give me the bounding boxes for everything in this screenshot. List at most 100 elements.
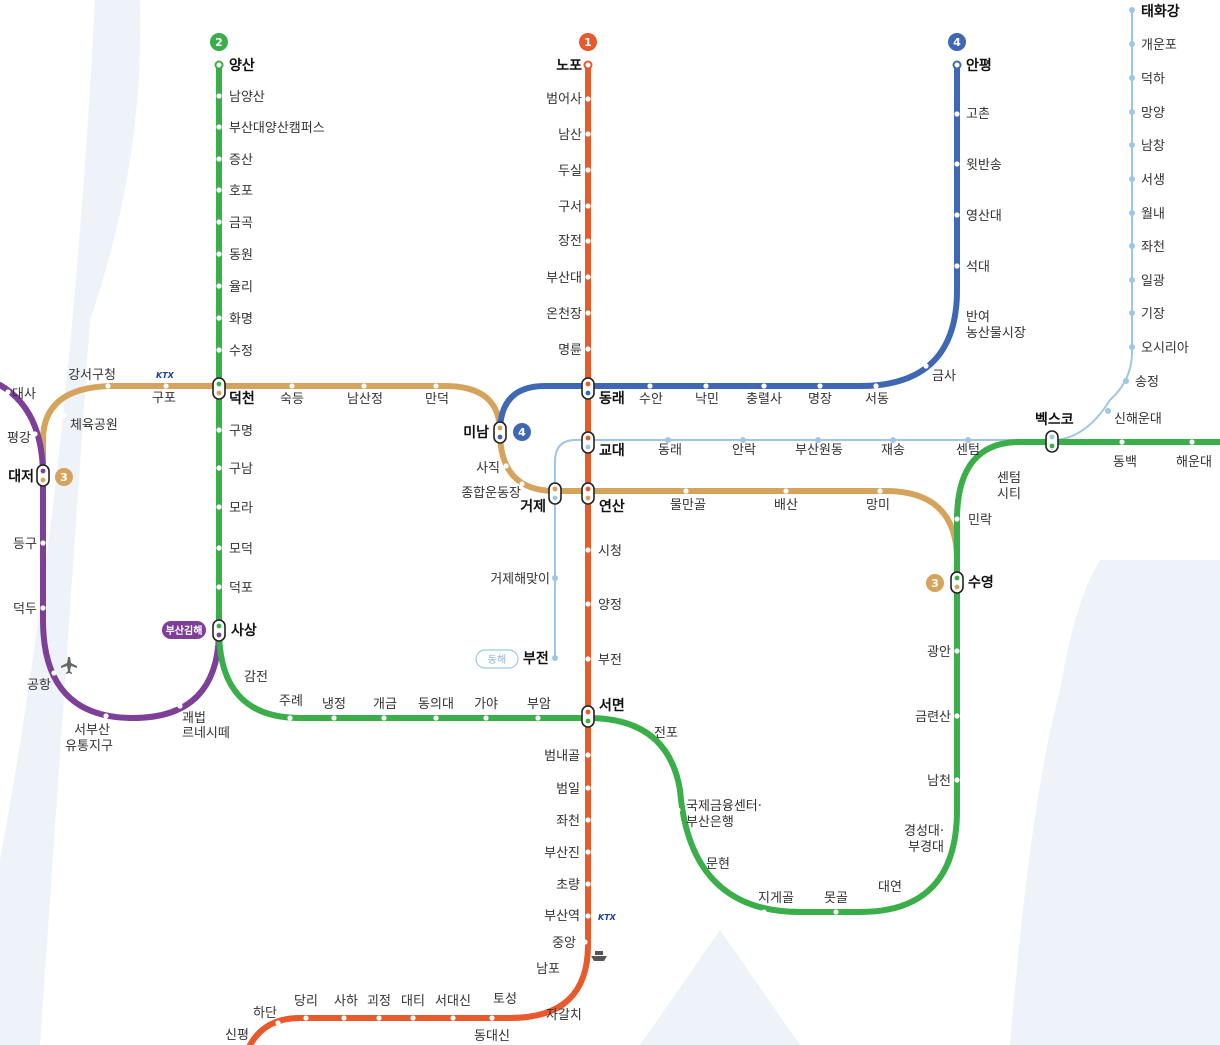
- station-label[interactable]: 광안: [927, 645, 951, 660]
- station-dot[interactable]: [61, 412, 67, 418]
- station-label[interactable]: 남천: [927, 774, 951, 789]
- station-label[interactable]: 못골: [824, 891, 848, 906]
- station-dot[interactable]: [489, 1015, 495, 1021]
- station-label[interactable]: 서대신: [435, 994, 471, 1009]
- station-dot[interactable]: [954, 263, 960, 269]
- station-dot[interactable]: [987, 463, 993, 469]
- station-dot[interactable]: [817, 383, 823, 389]
- station-dot[interactable]: [1123, 378, 1129, 384]
- station-label[interactable]: 장전: [558, 234, 582, 249]
- station-dot[interactable]: [1129, 277, 1135, 283]
- station-dot[interactable]: [585, 203, 591, 209]
- station-label[interactable]: 거제: [520, 499, 546, 515]
- line-4-badge-minam[interactable]: [513, 423, 531, 441]
- station-label[interactable]: 남창: [1141, 139, 1165, 154]
- station-label[interactable]: 덕하: [1141, 72, 1165, 87]
- station-label[interactable]: 범어사: [546, 92, 582, 107]
- station-dot[interactable]: [503, 463, 509, 469]
- station-dot[interactable]: [216, 545, 222, 551]
- station-label[interactable]: 신해운대: [1114, 412, 1162, 427]
- station-label[interactable]: 사하: [334, 994, 358, 1009]
- station-label[interactable]: 신평: [225, 1028, 249, 1043]
- station-label[interactable]: 수정: [229, 344, 253, 359]
- station-label[interactable]: 범일: [556, 782, 580, 797]
- station-dot[interactable]: [433, 715, 439, 721]
- station-label[interactable]: 미남: [463, 424, 489, 441]
- transfer-minam[interactable]: [493, 421, 507, 444]
- station-label[interactable]: 연산: [599, 498, 625, 515]
- station-dot[interactable]: [1129, 75, 1135, 81]
- station-dot[interactable]: [585, 881, 591, 887]
- line-3-badge-daejeo[interactable]: [55, 468, 73, 486]
- station-label[interactable]: 영산대: [966, 209, 1002, 224]
- station-dot[interactable]: [665, 437, 671, 443]
- station-label[interactable]: 남산정: [347, 392, 383, 407]
- station-dot[interactable]: [1129, 41, 1135, 47]
- station-label[interactable]: 구서: [558, 200, 582, 215]
- station-dot[interactable]: [1129, 210, 1135, 216]
- station-label[interactable]: 금사: [932, 369, 956, 384]
- station-dot[interactable]: [585, 96, 591, 102]
- station-label[interactable]: 감전: [244, 670, 268, 685]
- station-dot[interactable]: [954, 648, 960, 654]
- station-label[interactable]: 금곡: [229, 216, 253, 231]
- station-label[interactable]: 남산: [558, 128, 582, 143]
- station-dot[interactable]: [585, 785, 591, 791]
- station-label[interactable]: 개운포: [1141, 38, 1177, 53]
- station-label[interactable]: 당리: [294, 994, 318, 1009]
- station-dot[interactable]: [410, 1015, 416, 1021]
- station-label[interactable]: 구명: [229, 424, 253, 439]
- station-label[interactable]: 낙민: [695, 392, 719, 407]
- station-dot[interactable]: [1129, 344, 1135, 350]
- station-dot[interactable]: [1129, 243, 1135, 249]
- station-dot[interactable]: [761, 909, 767, 915]
- station-label[interactable]: 해운대: [1176, 455, 1212, 470]
- station-label[interactable]: 대티: [401, 994, 425, 1009]
- station-label[interactable]: 부산원동: [795, 443, 843, 458]
- station-label[interactable]: 반여: [966, 310, 990, 325]
- station-dot[interactable]: [954, 212, 960, 218]
- station-label[interactable]: 부산대: [546, 271, 582, 286]
- station-dot[interactable]: [1129, 7, 1135, 13]
- station-dot[interactable]: [585, 547, 591, 553]
- station-dot[interactable]: [237, 684, 243, 690]
- line-2-badge[interactable]: [210, 33, 228, 51]
- station-label[interactable]: 망양: [1141, 106, 1165, 121]
- station-label[interactable]: 주례: [279, 694, 303, 709]
- station-dot[interactable]: [1129, 176, 1135, 182]
- station-label[interactable]: 동래: [658, 443, 682, 458]
- transfer-suyeong[interactable]: [950, 571, 964, 594]
- station-label[interactable]: 르네시떼: [182, 726, 230, 741]
- station-dot[interactable]: [32, 431, 38, 437]
- station-dot[interactable]: [287, 715, 293, 721]
- station-label[interactable]: 좌천: [556, 814, 580, 829]
- station-dot[interactable]: [216, 93, 222, 99]
- station-label[interactable]: 서면: [599, 697, 625, 714]
- station-dot[interactable]: [381, 715, 387, 721]
- station-label[interactable]: 고촌: [966, 107, 990, 122]
- station-label[interactable]: 동의대: [418, 697, 454, 712]
- station-dot[interactable]: [537, 1001, 543, 1007]
- station-label[interactable]: 체육공원: [70, 418, 118, 433]
- transfer-dongnae[interactable]: [581, 377, 595, 400]
- station-dot[interactable]: [535, 715, 541, 721]
- station-dot[interactable]: [1119, 439, 1125, 445]
- station-dot[interactable]: [216, 124, 222, 130]
- station-dot[interactable]: [585, 752, 591, 758]
- station-dot[interactable]: [216, 187, 222, 193]
- station-dot[interactable]: [649, 741, 655, 747]
- station-dot[interactable]: [103, 713, 109, 719]
- transfer-seomyeon[interactable]: [581, 705, 595, 728]
- station-dot[interactable]: [923, 363, 929, 369]
- station-label[interactable]: 윗반송: [966, 158, 1002, 173]
- station-dot[interactable]: [873, 383, 879, 389]
- station-label[interactable]: 대사: [12, 387, 36, 402]
- station-label[interactable]: 서생: [1141, 173, 1165, 188]
- station-dot[interactable]: [163, 383, 169, 389]
- station-dot[interactable]: [945, 319, 951, 325]
- station-label[interactable]: 시청: [598, 544, 622, 559]
- station-dot[interactable]: [565, 975, 571, 981]
- transfer-sasang[interactable]: [212, 619, 226, 642]
- station-dot[interactable]: [1129, 109, 1135, 115]
- station-dot[interactable]: [303, 1015, 309, 1021]
